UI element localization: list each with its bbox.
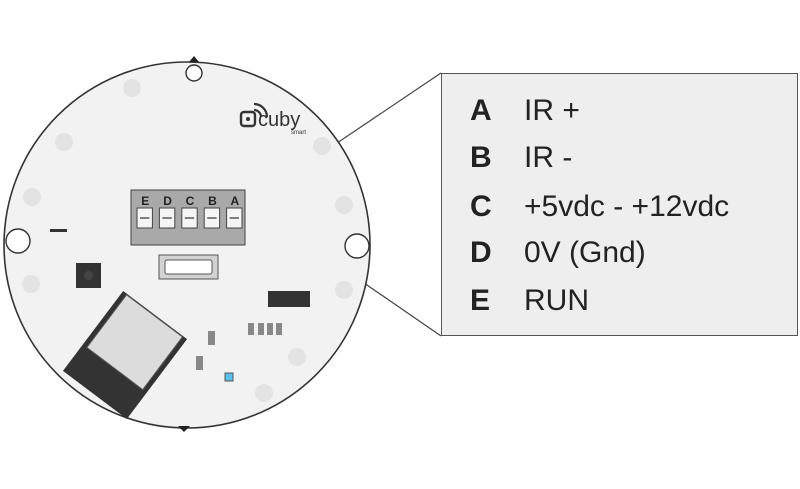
legend-letter: D: [470, 236, 492, 269]
terminal-label-c: C: [186, 194, 195, 208]
component-small-2: [196, 356, 203, 370]
legend-row-b: B IR -: [442, 138, 799, 178]
wifi-signal-icon: [253, 108, 263, 118]
legend-text: IR -: [524, 141, 573, 174]
legend-row-e: E RUN: [442, 281, 799, 321]
component-small-1: [208, 331, 215, 345]
legend-row-d: D 0V (Gnd): [442, 233, 799, 273]
terminal-label-a: A: [230, 194, 239, 208]
cube-icon: [239, 110, 257, 128]
resistor-array: [248, 323, 282, 335]
brand-name: cuby: [258, 109, 300, 131]
cuby-logo: cuby smart: [239, 102, 306, 136]
arrow-down-icon: [178, 426, 190, 432]
ic-chip: [268, 291, 310, 307]
pin-legend-panel: A IR + B IR - C +5vdc - +12vdc D 0V (Gnd…: [441, 73, 798, 336]
terminal-label-e: E: [141, 194, 149, 208]
silkscreen-dash: [50, 229, 67, 232]
legend-text: 0V (Gnd): [524, 236, 646, 269]
mounting-hole-right: [344, 233, 370, 259]
terminal-label-d: D: [163, 194, 172, 208]
mounting-hole-top: [185, 64, 203, 82]
sensor-module: [62, 290, 188, 420]
legend-letter: B: [470, 141, 492, 174]
legend-row-a: A IR +: [442, 91, 799, 131]
legend-letter: C: [470, 190, 492, 223]
brand-tagline: smart: [291, 130, 306, 136]
terminal-label-b: B: [208, 194, 217, 208]
legend-text: RUN: [524, 284, 589, 317]
mounting-hole-left: [5, 228, 31, 254]
connector-socket: [164, 259, 213, 275]
legend-letter: A: [470, 94, 492, 127]
board-pads: [22, 79, 353, 402]
status-led: [224, 372, 234, 382]
legend-letter: E: [470, 284, 491, 317]
legend-text: +5vdc - +12vdc: [524, 190, 730, 223]
arrow-up-icon: [189, 56, 199, 62]
legend-row-c: C +5vdc - +12vdc: [442, 187, 799, 227]
legend-text: IR +: [524, 94, 580, 127]
